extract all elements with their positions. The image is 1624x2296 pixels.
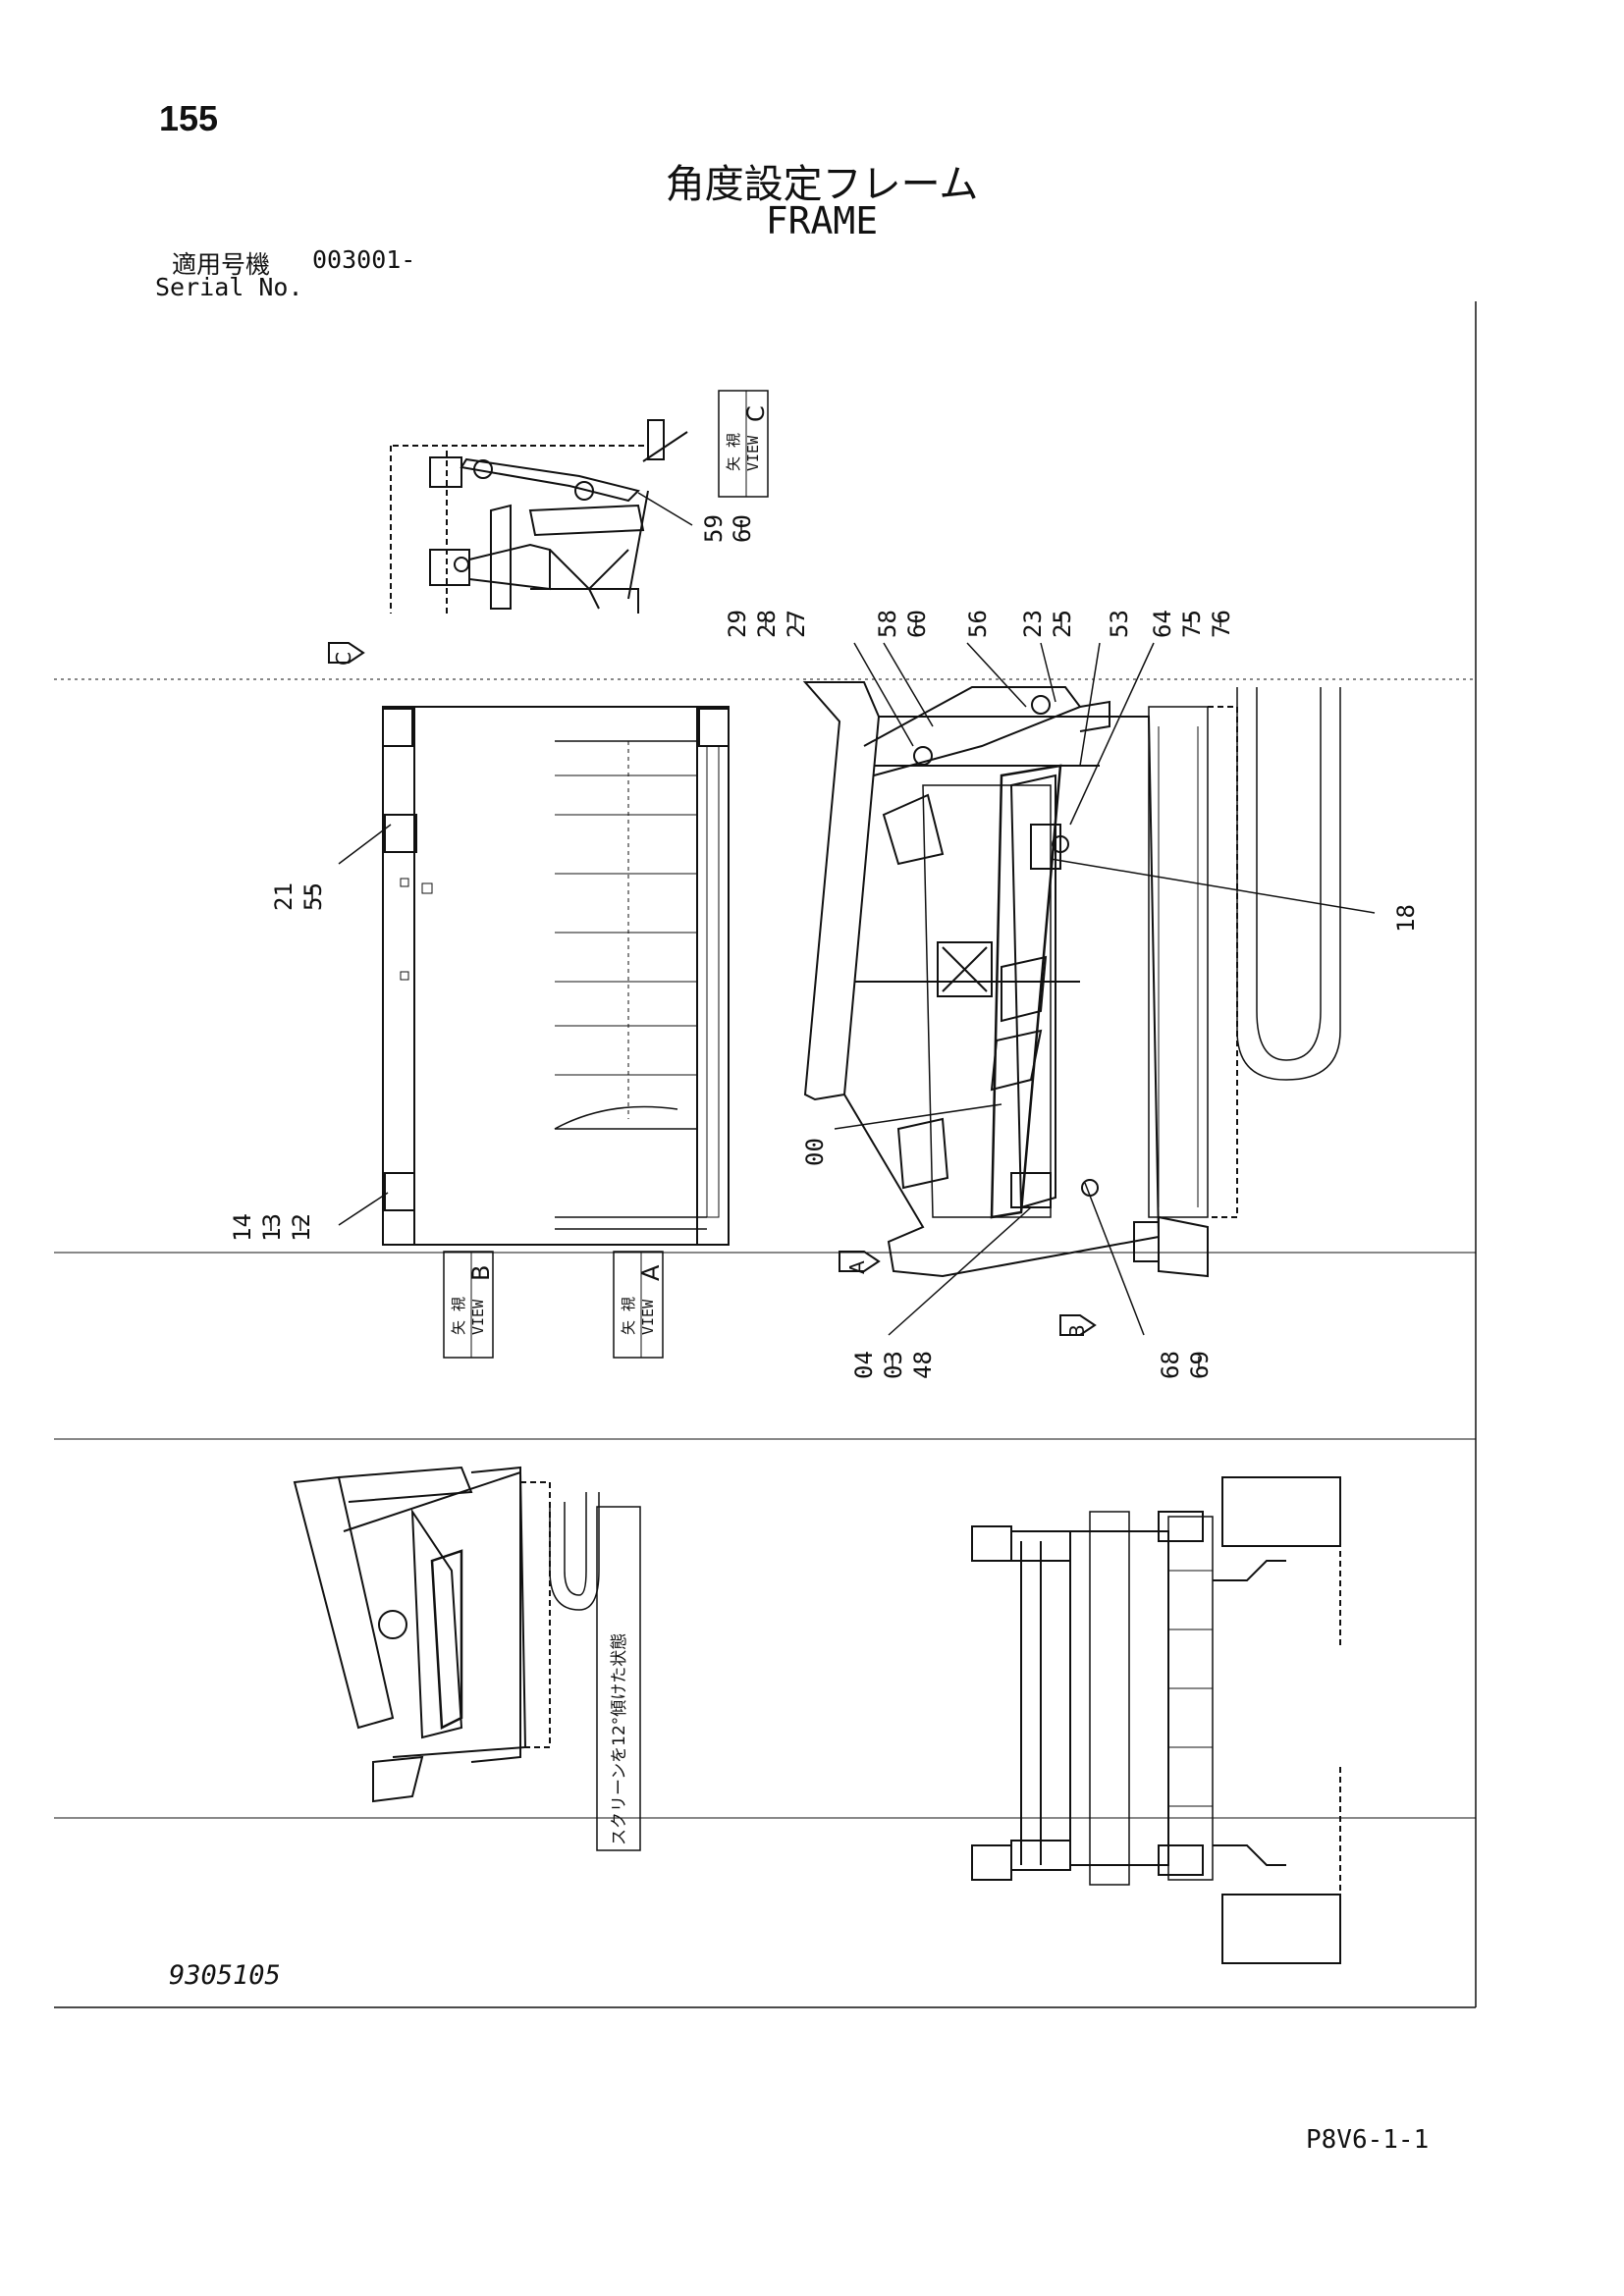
callout-69: 69	[1186, 1351, 1214, 1379]
callout-27: 27	[783, 610, 810, 638]
view-c-drawing	[390, 419, 688, 614]
callout-55: 55	[299, 882, 327, 911]
callout-56: 56	[964, 610, 992, 638]
arrow-b-letter: B	[1065, 1324, 1089, 1338]
view-b-prefix: 矢 視	[450, 1297, 467, 1335]
page-number: 155	[159, 98, 219, 138]
callout-64: 64	[1149, 610, 1176, 638]
serial-label-english: Serial No.	[155, 273, 303, 301]
callout-68: 68	[1157, 1351, 1184, 1379]
callout-29: 29	[724, 610, 751, 638]
view-b-letter: B	[467, 1265, 495, 1281]
callout-25: 25	[1049, 610, 1076, 638]
callout-48: 48	[909, 1351, 937, 1379]
main-side-view	[802, 681, 1341, 1278]
callout-75: 75	[1178, 610, 1206, 638]
serial-label-japanese: 適用号機	[172, 250, 271, 279]
callout-12: 12	[288, 1213, 315, 1242]
callout-00: 00	[801, 1138, 829, 1166]
callout-59: 59	[700, 514, 728, 543]
view-b-word: VIEW	[469, 1299, 487, 1335]
drawing-number: 9305105	[169, 1960, 281, 1991]
callout-21: 21	[270, 882, 298, 911]
title-japanese: 角度設定フレーム	[665, 162, 979, 207]
callout-60: 60	[729, 514, 756, 543]
callout-23: 23	[1019, 610, 1047, 638]
callout-28: 28	[753, 610, 781, 638]
leader-lines	[338, 492, 1376, 1336]
callout-76: 76	[1208, 610, 1235, 638]
tilted-screen-view	[293, 1466, 600, 1803]
callout-04: 04	[850, 1351, 878, 1379]
view-b-drawing	[382, 706, 730, 1246]
tilted-screen-note: スクリーンを12°傾けた状態	[610, 1633, 629, 1845]
view-a-letter: A	[637, 1264, 665, 1281]
arrow-c-letter: C	[332, 652, 355, 666]
view-c-letter: C	[742, 405, 770, 422]
callout-14: 14	[229, 1213, 256, 1242]
view-c-prefix: 矢 視	[725, 433, 742, 471]
page-code: P8V6-1-1	[1306, 2125, 1430, 2155]
callout-58: 58	[874, 610, 901, 638]
callout-03: 03	[880, 1351, 907, 1379]
callout-53: 53	[1106, 610, 1133, 638]
callout-18: 18	[1392, 904, 1420, 933]
callout-60b: 60	[903, 610, 931, 638]
view-arrows	[328, 642, 1097, 1336]
serial-number-value: 003001-	[312, 245, 416, 274]
front-view	[971, 1476, 1341, 1964]
view-c-word: VIEW	[744, 435, 762, 471]
view-a-prefix: 矢 視	[620, 1297, 637, 1335]
title-english: FRAME	[765, 199, 879, 242]
view-a-word: VIEW	[639, 1299, 657, 1335]
arrow-a-letter: A	[845, 1260, 869, 1274]
callout-13: 13	[258, 1213, 286, 1242]
